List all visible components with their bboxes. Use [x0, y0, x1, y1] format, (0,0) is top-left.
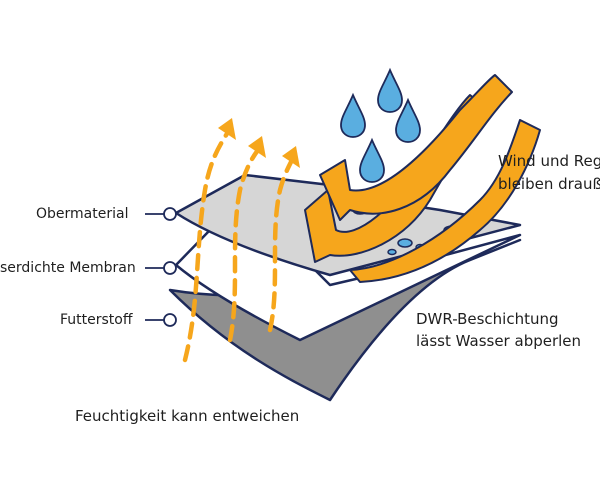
deflection-arrows: [304, 74, 541, 283]
label-obermaterial: Obermaterial: [36, 206, 129, 222]
moisture-arrowheads: [218, 118, 300, 168]
label-dwr-line1: DWR-Beschichtung: [416, 310, 559, 328]
leader-lines: [145, 207, 177, 327]
label-wind-line1: Wind und Reg: [498, 152, 600, 170]
membrane-layer: [174, 228, 522, 342]
label-futterstoff: Futterstoff: [60, 312, 133, 328]
label-moisture: Feuchtigkeit kann entweichen: [75, 407, 300, 425]
label-dwr-line2: lässt Wasser abperlen: [416, 332, 582, 350]
moisture-arrows: [182, 129, 295, 363]
rain-drops: [340, 67, 421, 183]
label-membran: serdichte Membran: [0, 260, 136, 276]
label-wind-line2: bleiben drauß: [498, 175, 600, 193]
